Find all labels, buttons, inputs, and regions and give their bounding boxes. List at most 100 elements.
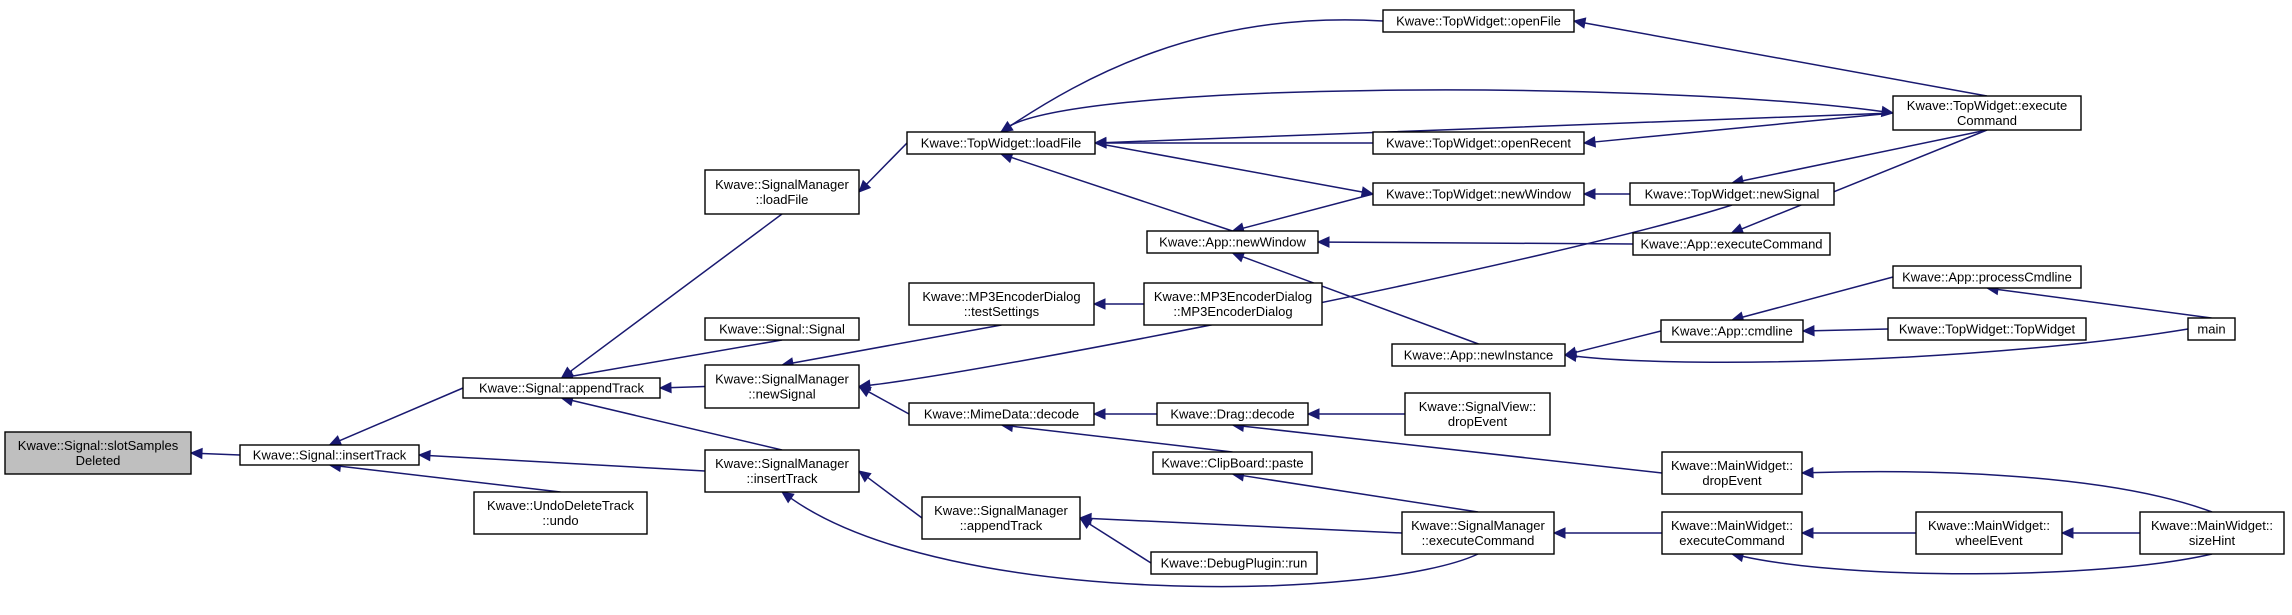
edge-line — [1088, 523, 1152, 564]
edge-line — [792, 324, 1002, 364]
node-label: ::executeCommand — [1422, 533, 1535, 548]
node-label: dropEvent — [1702, 473, 1762, 488]
node-smInsertTrack: Kwave::SignalManager::insertTrack — [704, 449, 860, 493]
edge-twNewSignal-to-twNewWindow — [1582, 188, 1631, 200]
node-box — [1372, 131, 1585, 155]
node-box — [1915, 511, 2063, 555]
node-box — [1143, 282, 1323, 326]
edge-twExecuteCommand-to-appExecuteCommand — [1730, 129, 1988, 235]
node-box — [473, 491, 648, 535]
node-mwSizeHint: Kwave::MainWidget::sizeHint — [2139, 511, 2285, 555]
node-label: Kwave::TopWidget::loadFile — [921, 136, 1081, 151]
node-label: wheelEvent — [1954, 533, 2023, 548]
edge-appProcessCmdline-to-appCmdline — [1730, 276, 1894, 323]
edge-line — [1575, 328, 2189, 364]
node-box — [4, 431, 192, 475]
node-box — [1632, 232, 1831, 256]
node-label: Kwave::UndoDeleteTrack — [487, 498, 634, 513]
node-label: ::MP3EncoderDialog — [1173, 304, 1292, 319]
node-box — [1629, 182, 1835, 206]
edge-line — [572, 399, 783, 451]
edge-line — [572, 339, 783, 377]
edge-smExecuteCommand-to-clipPaste — [1231, 470, 1479, 513]
edge-mp3Dialog-to-mp3TestSettings — [1092, 298, 1145, 310]
node-appExecuteCommand: Kwave::App::executeCommand — [1632, 232, 1831, 256]
edge-line — [1000, 89, 1883, 133]
edge-twExecuteCommand-to-twNewSignal — [1730, 129, 1988, 187]
edge-mwSizeHint-to-mwExecuteCommand — [1730, 550, 2213, 575]
node-dragDecode: Kwave::Drag::decode — [1156, 402, 1309, 426]
node-label: Kwave::SignalManager — [1411, 518, 1545, 533]
node-appendTrack: Kwave::Signal::appendTrack — [462, 377, 661, 399]
edge-twTopWidget-to-appCmdline — [1801, 324, 1889, 337]
edge-arrowhead — [1800, 527, 1814, 539]
node-label: Kwave::Signal::slotSamples — [18, 438, 179, 453]
edge-arrowhead — [328, 435, 343, 446]
edge-smAppendTrack-to-smInsertTrack — [858, 470, 923, 519]
node-undoDeleteTrack: Kwave::UndoDeleteTrack::undo — [473, 491, 648, 535]
node-label: ::newSignal — [748, 387, 815, 402]
node-box — [906, 131, 1096, 155]
node-box — [1391, 343, 1566, 367]
node-twOpenFile: Kwave::TopWidget::openFile — [1382, 9, 1575, 33]
node-twNewWindow: Kwave::TopWidget::newWindow — [1372, 182, 1585, 206]
edge-arrowhead — [781, 491, 795, 504]
edge-twOpenFile-to-twLoadFile — [999, 19, 1384, 133]
edge-line — [1012, 425, 1233, 453]
node-label: Kwave::TopWidget::openRecent — [1386, 136, 1571, 151]
edge-line — [1243, 425, 1663, 474]
edge-arrowhead — [2060, 527, 2074, 539]
node-label: Kwave::SignalView:: — [1419, 399, 1537, 414]
edge-line — [1242, 193, 1374, 229]
edge-arrowhead — [1360, 186, 1375, 198]
node-label: Kwave::App::processCmdline — [1902, 270, 2072, 285]
edge-appCmdline-to-appNewInstance — [1563, 330, 1662, 358]
node-twTopWidget: Kwave::TopWidget::TopWidget — [1887, 317, 2087, 341]
edge-main-to-appProcessCmdline — [1985, 283, 2212, 319]
edge-arrowhead — [1582, 136, 1597, 148]
edge-main-to-appNewInstance — [1563, 328, 2189, 364]
edge-line — [1328, 241, 1634, 245]
node-label: executeCommand — [1679, 533, 1785, 548]
edge-clipPaste-to-mimeDecode — [1000, 420, 1233, 453]
edge-line — [1742, 129, 1988, 182]
edge-smNewSignal-to-appendTrack — [658, 381, 706, 394]
edge-mwWheelEvent-to-mwExecuteCommand — [1800, 527, 1916, 539]
node-label: Kwave::MimeData::decode — [924, 407, 1079, 422]
node-debugRun: Kwave::DebugPlugin::run — [1150, 551, 1318, 575]
edge-arrowhead — [1801, 324, 1815, 337]
node-smLoadFile: Kwave::SignalManager::loadFile — [704, 169, 860, 215]
node-box — [1382, 9, 1575, 33]
node-label: Kwave::MainWidget:: — [1671, 518, 1793, 533]
edge-arrowhead — [1092, 408, 1106, 420]
node-label: Kwave::MP3EncoderDialog — [1154, 289, 1312, 304]
edge-line — [429, 454, 706, 472]
node-label: ::testSettings — [964, 304, 1040, 319]
node-label: Kwave::MP3EncoderDialog — [922, 289, 1080, 304]
node-box — [704, 449, 860, 493]
node-label: Kwave::Drag::decode — [1170, 407, 1294, 422]
node-twOpenRecent: Kwave::TopWidget::openRecent — [1372, 131, 1585, 155]
node-box — [239, 444, 420, 466]
node-label: sizeHint — [2189, 533, 2236, 548]
edge-insertTrack-to-slotSamplesDeleted — [189, 447, 241, 460]
edge-smExecuteCommand-to-smAppendTrack — [1078, 512, 1403, 534]
node-label: Kwave::Signal::insertTrack — [253, 448, 407, 463]
node-box — [1152, 451, 1313, 475]
node-label: Kwave::TopWidget::TopWidget — [1899, 322, 2076, 337]
node-appNewInstance: Kwave::App::newInstance — [1391, 343, 1566, 367]
edge-twOpenRecent-to-twLoadFile — [1093, 137, 1373, 149]
node-clipPaste: Kwave::ClipBoard::paste — [1152, 451, 1313, 475]
node-label: Kwave::TopWidget::execute — [1907, 98, 2067, 113]
node-box — [1372, 182, 1585, 206]
edge-twNewWindow-to-appNewWindow — [1231, 193, 1374, 234]
edge-twLoadFile-to-twNewWindow — [1094, 142, 1375, 198]
edge-line — [868, 391, 910, 415]
edge-arrowhead — [1078, 517, 1093, 530]
edge-appendTrack-to-insertTrack — [328, 387, 464, 446]
edge-arrowhead — [1092, 298, 1106, 310]
edge-mwSizeHint-to-mwWheelEvent — [2060, 527, 2140, 539]
